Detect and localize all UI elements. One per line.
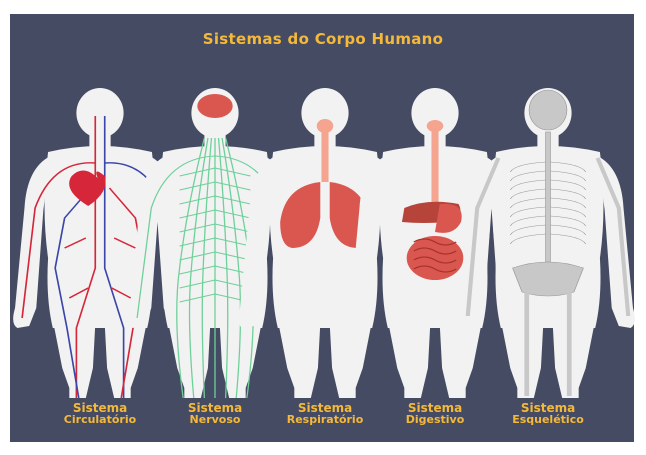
body-silhouette: [13, 88, 187, 398]
spine: [546, 132, 551, 262]
pelvis: [513, 262, 584, 296]
skull-icon: [529, 90, 567, 130]
label-digestive: SistemaDigestivo: [370, 402, 500, 426]
label-skeletal: SistemaEsquelético: [483, 402, 613, 426]
skeleton: [468, 90, 628, 396]
brain-icon: [197, 94, 232, 118]
larynx: [317, 119, 334, 133]
label-line2: Digestivo: [370, 414, 500, 426]
label-line2: Circulatório: [35, 414, 165, 426]
esophagus: [431, 128, 438, 208]
figure-circulatory: [13, 88, 187, 398]
label-line2: Esquelético: [483, 414, 613, 426]
pharynx: [427, 120, 444, 132]
trachea: [321, 128, 328, 182]
label-circulatory: SistemaCirculatório: [35, 402, 165, 426]
figure-skeletal: [461, 88, 635, 398]
